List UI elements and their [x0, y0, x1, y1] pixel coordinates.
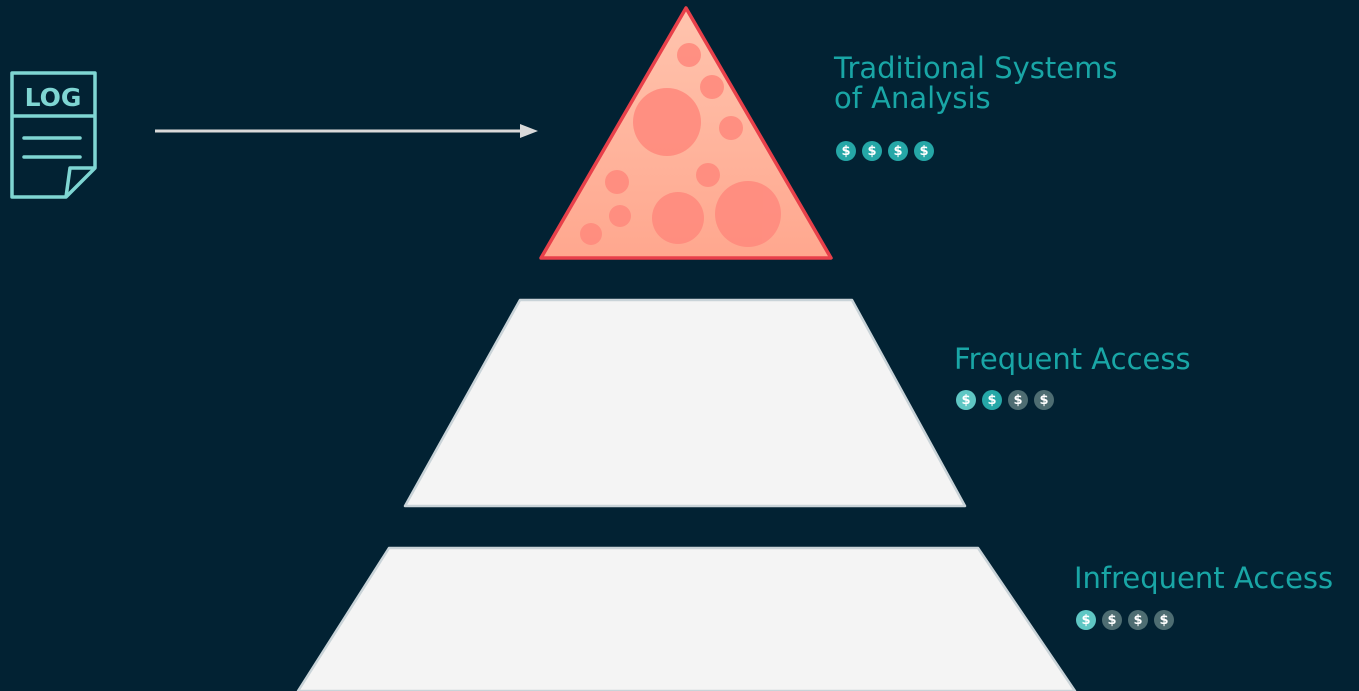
- frequent-access-label: Frequent Access: [954, 344, 1191, 374]
- dollar-coin-icon: $: [956, 390, 976, 410]
- tier-traditional-systems: [539, 6, 833, 260]
- dollar-coin-icon: $: [982, 390, 1002, 410]
- dollar-coin-icon: $: [1076, 610, 1096, 630]
- label-line: of Analysis: [834, 81, 991, 115]
- dollar-coin-icon: $: [1128, 610, 1148, 630]
- dollar-coin-icon: $: [888, 141, 908, 161]
- data-bubbles: [580, 43, 781, 247]
- dollar-coin-icon: $: [836, 141, 856, 161]
- infrequent-access-label: Infrequent Access: [1074, 563, 1333, 593]
- dollar-coin-icon: $: [914, 141, 934, 161]
- cost-rating-infrequent: $ $ $ $: [1076, 610, 1174, 630]
- cost-rating-traditional: $ $ $ $: [836, 141, 934, 161]
- dollar-coin-icon: $: [862, 141, 882, 161]
- cost-rating-frequent: $ $ $ $: [956, 390, 1054, 410]
- tier-infrequent-access: [296, 546, 1077, 691]
- arrow: [155, 124, 538, 138]
- dollar-coin-icon: $: [1102, 610, 1122, 630]
- dollar-coin-icon: $: [1008, 390, 1028, 410]
- label-line: Infrequent Access: [1074, 561, 1334, 595]
- tier-frequent-access: [403, 298, 967, 508]
- traditional-systems-label: Traditional Systems of Analysis: [834, 53, 1117, 113]
- log-file-icon: LOG: [10, 71, 97, 199]
- dollar-coin-icon: $: [1034, 390, 1054, 410]
- label-line: Frequent Access: [954, 342, 1191, 376]
- log-label: LOG: [25, 83, 82, 112]
- label-line: Traditional Systems: [834, 51, 1118, 85]
- dollar-coin-icon: $: [1154, 610, 1174, 630]
